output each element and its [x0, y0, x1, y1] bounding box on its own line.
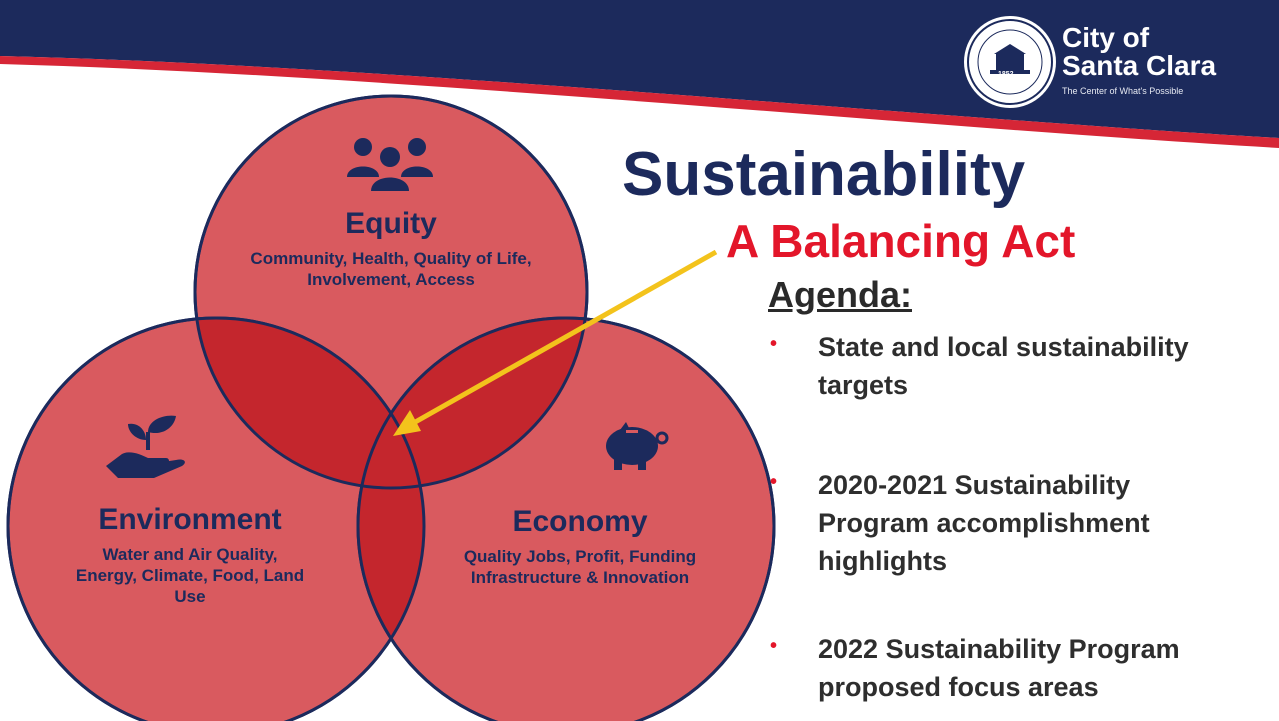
equity-description: Community, Health, Quality of Life, Invo…	[250, 249, 532, 289]
header-band	[0, 0, 1279, 138]
equity-label: Equity Community, Health, Quality of Lif…	[236, 206, 546, 290]
bullet-icon: •	[770, 471, 778, 493]
city-logo: City of Santa Clara The Center of What's…	[1062, 22, 1217, 97]
hand-plant-icon	[106, 415, 185, 478]
economy-label: Economy Quality Jobs, Profit, Funding In…	[440, 504, 720, 588]
bullet-icon: •	[770, 635, 778, 657]
balance-arrow-head	[393, 410, 421, 436]
agenda-item-text: State and local sustainability targets	[818, 332, 1189, 400]
agenda-heading: Agenda:	[768, 274, 912, 315]
city-seal-icon	[964, 16, 1056, 108]
equity-environment-overlap	[195, 318, 424, 488]
economy-description: Quality Jobs, Profit, Funding Infrastruc…	[463, 547, 697, 587]
bullet-icon: •	[770, 333, 778, 355]
people-group-icon	[347, 138, 433, 191]
logo-line-1: City of	[1062, 22, 1150, 53]
economy-title: Economy	[512, 505, 648, 538]
environment-description: Water and Air Quality, Energy, Climate, …	[75, 545, 305, 606]
equity-economy-overlap	[358, 318, 587, 488]
environment-title: Environment	[98, 503, 282, 536]
piggy-bank-icon	[606, 422, 669, 470]
equity-title: Equity	[345, 207, 437, 240]
page-subtitle: A Balancing Act	[726, 215, 1076, 267]
logo-line-2: Santa Clara	[1062, 50, 1217, 81]
balance-arrow-line	[408, 249, 718, 428]
logo-tagline: The Center of What's Possible	[1062, 86, 1184, 96]
environment-label: Environment Water and Air Quality, Energ…	[60, 502, 320, 607]
seal-year: 1852	[998, 71, 1014, 78]
header-red-stripe	[0, 56, 1279, 148]
agenda-item-text: 2020-2021 Sustainability Program accompl…	[818, 470, 1150, 576]
page-title: Sustainability	[622, 140, 1026, 209]
agenda-item-text: 2022 Sustainability Program proposed foc…	[818, 634, 1180, 702]
